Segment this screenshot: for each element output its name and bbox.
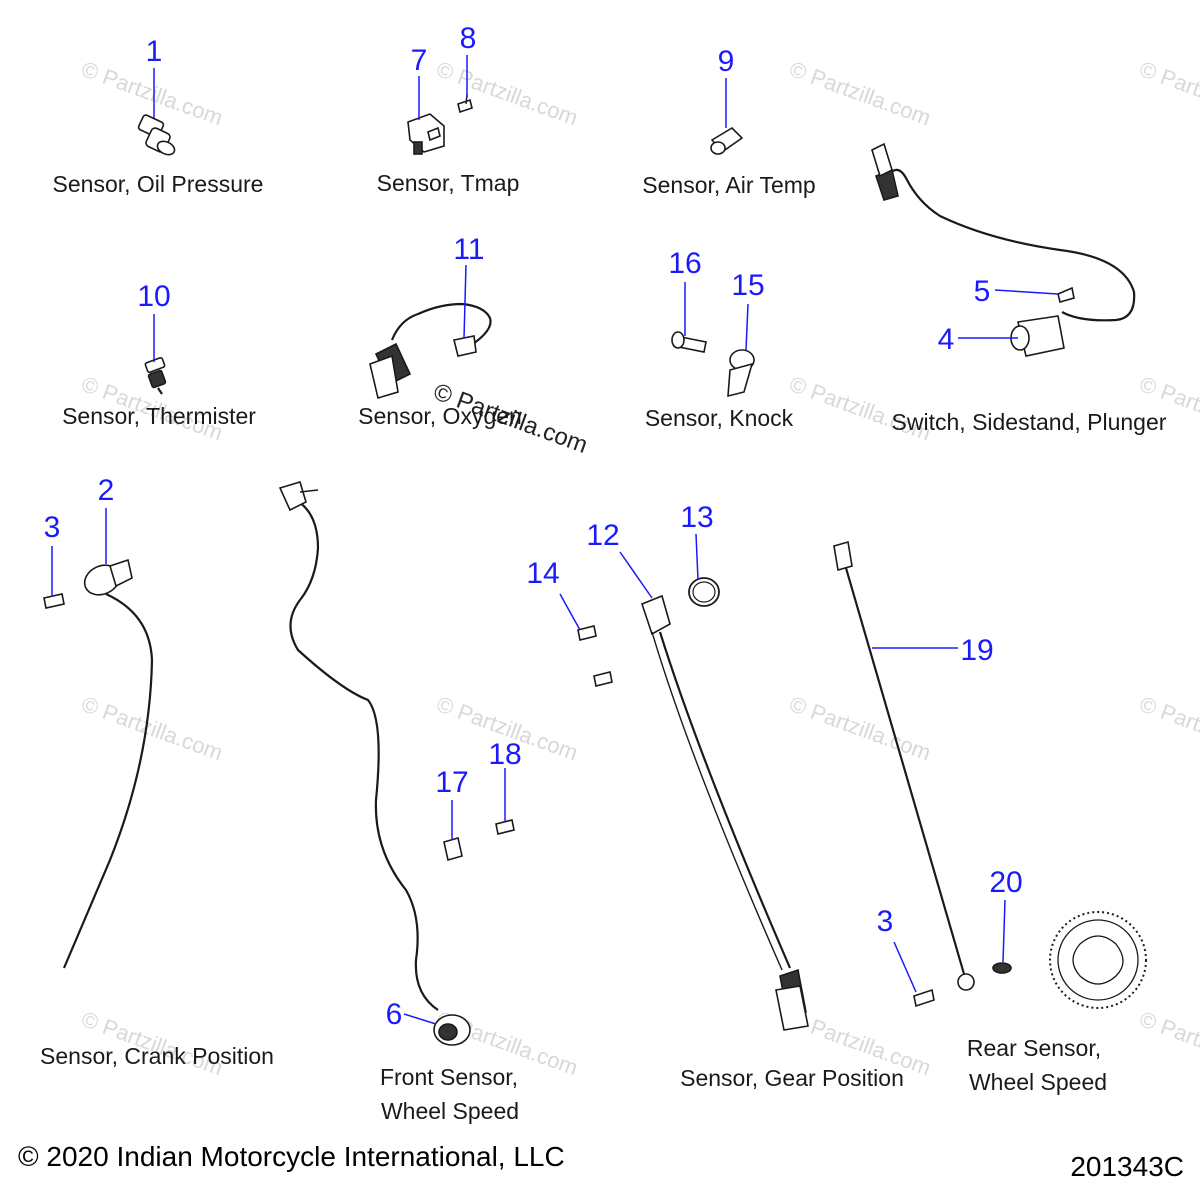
crank-sensor-drawing: [62, 558, 154, 969]
caption-layer: Sensor, Oil Pressure Sensor, Tmap Sensor…: [40, 170, 1167, 1124]
front-speed-sensor-drawing: [278, 481, 471, 1046]
sidestand-screw-drawing: [1057, 286, 1075, 303]
front-bracket-17-drawing: [443, 836, 463, 862]
callout-13: 13: [680, 501, 713, 534]
gear-screw-drawing: [577, 625, 613, 687]
tmap-sensor-drawing: [407, 113, 445, 155]
copyright-text: © 2020 Indian Motorcycle International, …: [18, 1141, 565, 1172]
caption-front-line1: Front Sensor,: [380, 1064, 518, 1090]
callout-layer: 1 2 3 3 4 5 6 7 8 9 10 11 12 13 14 15 16…: [44, 22, 1023, 1031]
tmap-screw-drawing: [457, 93, 473, 114]
callout-6: 6: [386, 998, 403, 1031]
crank-screw-drawing: [43, 593, 65, 609]
callout-3-rear: 3: [877, 905, 894, 938]
callout-5: 5: [974, 275, 991, 308]
rear-screw-drawing: [913, 988, 935, 1008]
watermark: © Partzilla.com: [78, 691, 226, 765]
callout-17: 17: [435, 766, 468, 799]
watermark: © Partzilla.com: [1136, 56, 1200, 130]
callout-1: 1: [146, 35, 163, 68]
watermark: © Partzilla.com: [1136, 691, 1200, 765]
callout-10: 10: [137, 280, 170, 313]
caption-front-line2: Wheel Speed: [381, 1098, 519, 1124]
caption-thermister: Sensor, Thermister: [62, 403, 256, 429]
watermark: © Partzilla.com: [433, 56, 581, 130]
callout-4: 4: [938, 323, 955, 356]
callout-16: 16: [668, 247, 701, 280]
callout-15: 15: [731, 269, 764, 302]
callout-14: 14: [526, 557, 559, 590]
gear-oring-drawing: [688, 577, 720, 607]
rear-washer-drawing: [992, 962, 1012, 974]
watermark: © Partzilla.com: [786, 691, 934, 765]
callout-7: 7: [411, 44, 428, 77]
caption-tmap: Sensor, Tmap: [377, 170, 520, 196]
callout-9: 9: [718, 45, 735, 78]
knock-bolt-drawing: [671, 331, 707, 353]
callout-18: 18: [488, 738, 521, 771]
caption-rear-line2: Wheel Speed: [969, 1069, 1107, 1095]
thermister-drawing: [144, 356, 167, 395]
gear-sensor-drawing: [641, 594, 809, 1031]
leader-lines: [51, 55, 1059, 1025]
caption-air-temp: Sensor, Air Temp: [642, 172, 815, 198]
watermark: © Partzilla.com: [786, 56, 934, 130]
caption-oil-pressure: Sensor, Oil Pressure: [53, 171, 264, 197]
callout-11: 11: [453, 233, 484, 266]
caption-gear: Sensor, Gear Position: [680, 1065, 904, 1091]
sidestand-switch-drawing: [871, 142, 1136, 357]
watermark-layer: © Partzilla.com © Partzilla.com © Partzi…: [78, 56, 1200, 1080]
callout-3: 3: [44, 511, 61, 544]
watermark: © Partzilla.com: [1136, 1006, 1200, 1080]
caption-crank: Sensor, Crank Position: [40, 1043, 274, 1069]
diagram-code: 201343C: [1070, 1151, 1184, 1182]
front-screw-18-drawing: [495, 819, 515, 835]
air-temp-sensor-drawing: [710, 126, 744, 155]
caption-knock: Sensor, Knock: [645, 405, 794, 431]
callout-19: 19: [960, 634, 993, 667]
knock-sensor-drawing: [727, 349, 755, 398]
callout-8: 8: [460, 22, 477, 55]
oxygen-sensor-drawing: [369, 302, 492, 400]
callout-20: 20: [989, 866, 1022, 899]
oil-pressure-sensor-drawing: [137, 114, 176, 156]
tone-ring-drawing: [1049, 911, 1147, 1009]
rear-speed-sensor-drawing: [833, 540, 975, 991]
caption-oxygen: Sensor, Oxygen: [358, 403, 522, 429]
callout-2: 2: [98, 474, 115, 507]
caption-rear-line1: Rear Sensor,: [967, 1035, 1101, 1061]
caption-sidestand: Switch, Sidestand, Plunger: [892, 409, 1167, 435]
callout-12: 12: [586, 519, 619, 552]
